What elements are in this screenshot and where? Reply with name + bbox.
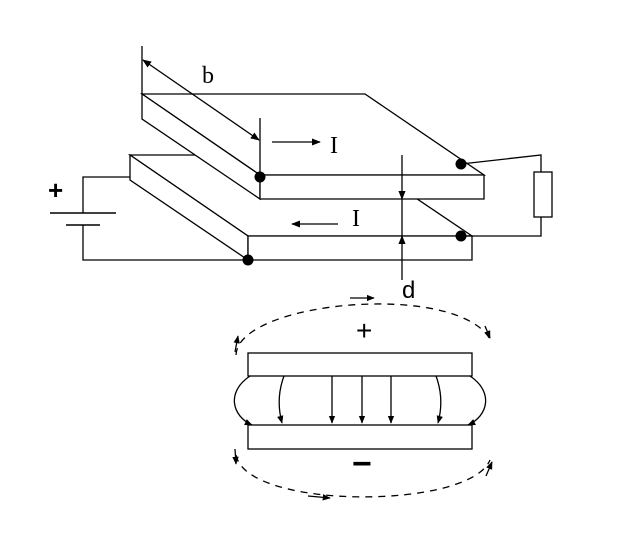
charge-top-label: + xyxy=(356,315,372,346)
width-dimension: b xyxy=(141,46,261,175)
charge-bottom-label: − xyxy=(352,445,372,483)
battery-wire-bottom xyxy=(82,225,248,261)
load-resistor xyxy=(533,171,553,218)
fringe-field-bottom xyxy=(235,454,491,498)
gap-dimension: d xyxy=(398,155,415,304)
current-top: I xyxy=(272,133,338,159)
width-label: b xyxy=(202,63,214,89)
top-plate-section xyxy=(247,352,473,377)
fringe-top-right-arrow xyxy=(484,325,491,339)
bottom-plate-front-face xyxy=(247,235,473,261)
fringe-bottom-left-arrow xyxy=(232,448,239,465)
bottom-plate-section xyxy=(247,424,473,450)
fringe-bottom-right-arrow xyxy=(485,461,493,477)
top-plate-front-left-dot xyxy=(254,171,266,183)
bottom-plate-front-left-dot xyxy=(242,254,254,266)
width-arrow xyxy=(142,59,260,141)
load-circuit xyxy=(460,154,553,237)
load-wire-bottom xyxy=(461,217,542,237)
battery-wire-top xyxy=(82,176,130,213)
field-cross-section: + − xyxy=(232,294,493,501)
gap-label: d xyxy=(402,277,415,304)
top-plate-right-dot xyxy=(455,158,467,170)
bottom-plate-right-dot xyxy=(455,230,467,242)
load-wire-top xyxy=(460,154,542,172)
battery-circuit: + xyxy=(48,175,248,261)
field-line-left-inner xyxy=(277,375,285,424)
field-line-left-outer xyxy=(233,375,253,426)
current-top-label: I xyxy=(330,133,338,159)
field-line-right-inner xyxy=(435,375,443,424)
current-bottom: I xyxy=(291,206,360,232)
fringe-bottom-mid-arrow xyxy=(307,494,331,501)
field-line-right-outer xyxy=(467,375,487,426)
fringe-top-left-arrow xyxy=(233,335,240,353)
top-plate-front-face xyxy=(259,174,485,200)
fringe-field-top xyxy=(235,303,493,356)
battery-plus-label: + xyxy=(48,175,63,205)
current-bottom-label: I xyxy=(352,206,360,232)
